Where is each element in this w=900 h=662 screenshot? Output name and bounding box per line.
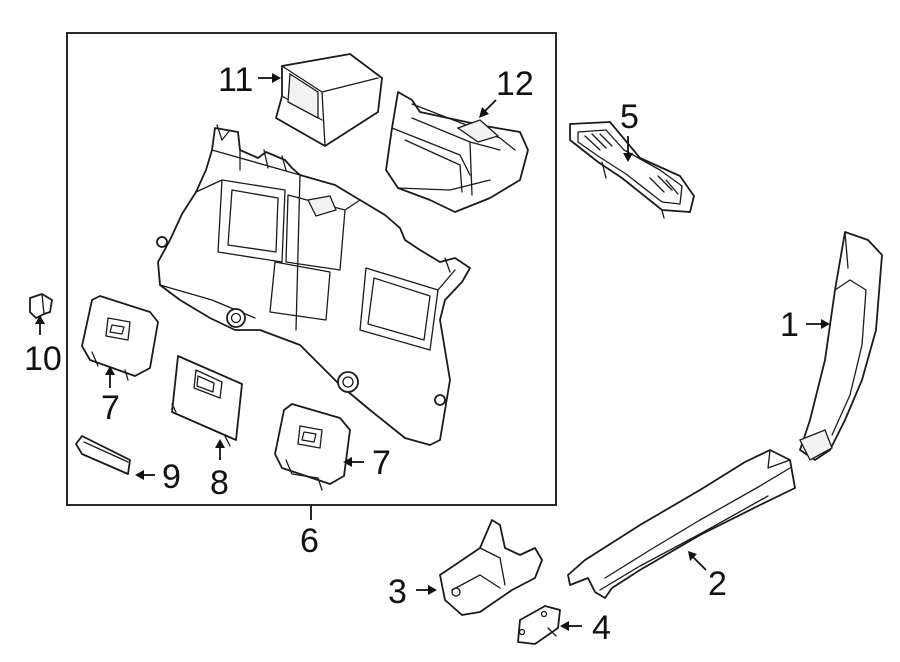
callout-9: 9 bbox=[162, 458, 181, 496]
callout-10: 10 bbox=[24, 340, 62, 378]
callout-3: 3 bbox=[388, 573, 407, 611]
callout-2: 2 bbox=[708, 565, 727, 603]
callout-7-left: 7 bbox=[101, 389, 120, 427]
part-2-sill-plate bbox=[567, 449, 796, 599]
part-8-panel bbox=[171, 355, 243, 447]
part-3-bracket bbox=[439, 519, 543, 616]
part-6-rear-panel bbox=[156, 124, 471, 446]
part-9-strip bbox=[75, 435, 131, 475]
part-5-grille bbox=[569, 121, 695, 219]
callout-7-right: 7 bbox=[372, 444, 391, 482]
part-1-pillar-trim bbox=[799, 231, 883, 461]
part-7-cover-right bbox=[274, 403, 351, 491]
callout-8: 8 bbox=[210, 464, 229, 502]
callout-12: 12 bbox=[496, 65, 534, 103]
part-12-bracket bbox=[385, 91, 529, 213]
part-10-push-pin bbox=[29, 293, 53, 319]
callout-6: 6 bbox=[300, 522, 319, 560]
part-11-duct bbox=[275, 53, 383, 147]
part-4-plate bbox=[517, 605, 561, 645]
callout-4: 4 bbox=[592, 609, 611, 647]
leader-arrows bbox=[35, 73, 830, 631]
callout-11: 11 bbox=[218, 61, 253, 99]
callout-5: 5 bbox=[620, 98, 639, 136]
callout-1: 1 bbox=[780, 306, 799, 344]
part-7-cover-left bbox=[81, 295, 159, 381]
